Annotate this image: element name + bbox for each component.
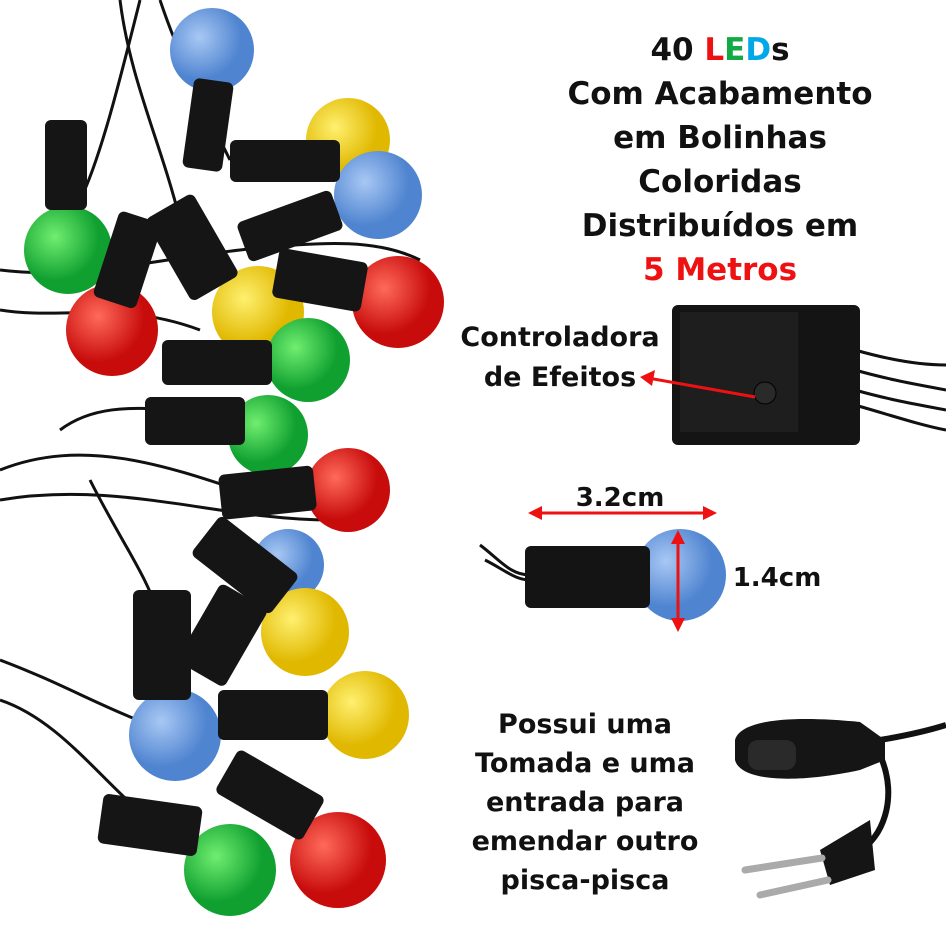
plug-label: Possui uma Tomada e uma entrada para eme… [471,709,699,896]
headline-line-1: 40 LEDs [650,32,790,68]
diameter-label: 1.4cm [732,563,822,593]
controller-box [672,305,860,445]
plug-illustration [735,719,885,899]
single-bulb [525,529,726,621]
headline-line-5: Distribuídos em [581,208,859,244]
headline-length: 5 Metros [642,252,798,288]
controller-arrow [640,370,756,399]
controller-label: Controladora de Efeitos [460,322,660,393]
headline-line-3: em Bolinhas [613,120,827,156]
headline: 40 LEDs Com Acabamento em Bolinhas Color… [520,28,920,292]
headline-line-4: Coloridas [638,164,802,200]
length-label: 3.2cm [575,483,665,513]
dimension-arrows [528,506,717,632]
bulb-sockets [45,78,368,856]
headline-line-2: Com Acabamento [567,76,873,112]
wires [0,0,946,853]
